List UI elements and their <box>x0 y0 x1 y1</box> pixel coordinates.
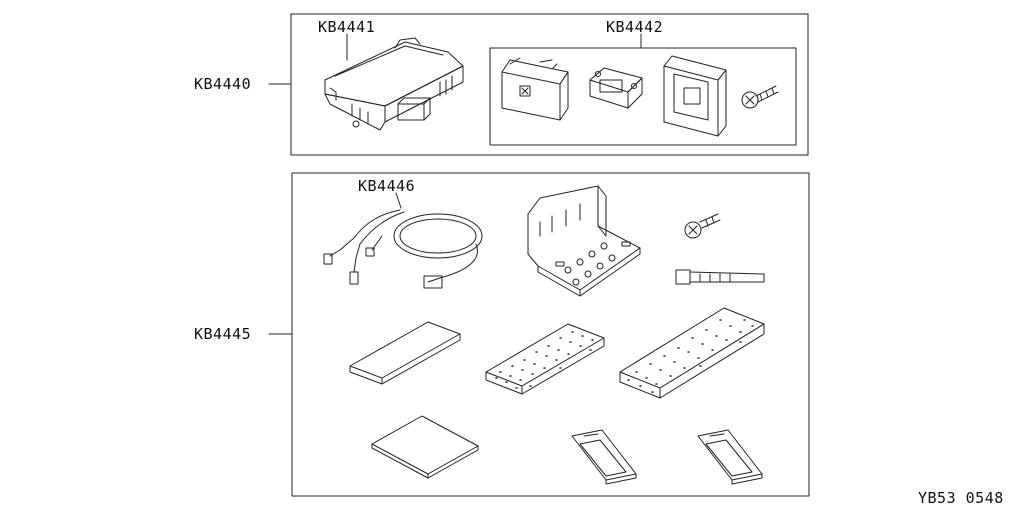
cable-tie-icon <box>675 269 765 285</box>
drawing-code: YB53 0548 <box>918 489 1004 507</box>
assembly-label-kb4440: KB4440 <box>194 75 252 93</box>
foam-strip-icon <box>485 323 605 395</box>
screw-icon <box>741 85 779 109</box>
control-unit-icon <box>324 37 464 131</box>
part-label-kb4441: KB4441 <box>318 18 376 36</box>
assembly-label-kb4445: KB4445 <box>194 325 252 343</box>
switch-knob-icon <box>501 57 569 121</box>
wire-harness-icon <box>323 209 483 289</box>
bolt-icon <box>684 213 721 239</box>
foam-strip-icon <box>619 307 765 399</box>
kb4446-leader <box>395 192 402 209</box>
flat-pad-icon <box>349 321 461 385</box>
part-label-kb4446: KB4446 <box>358 177 416 195</box>
bezel-frame-icon <box>571 429 637 485</box>
l-bracket-icon <box>527 185 641 297</box>
part-label-kb4442: KB4442 <box>606 18 664 36</box>
adhesive-tape-icon <box>371 415 479 479</box>
bracket-plate-icon <box>589 67 643 109</box>
kb4442-subgroup-box <box>489 47 797 146</box>
bezel-frame-icon <box>697 429 763 485</box>
bezel-frame-icon <box>663 55 727 137</box>
